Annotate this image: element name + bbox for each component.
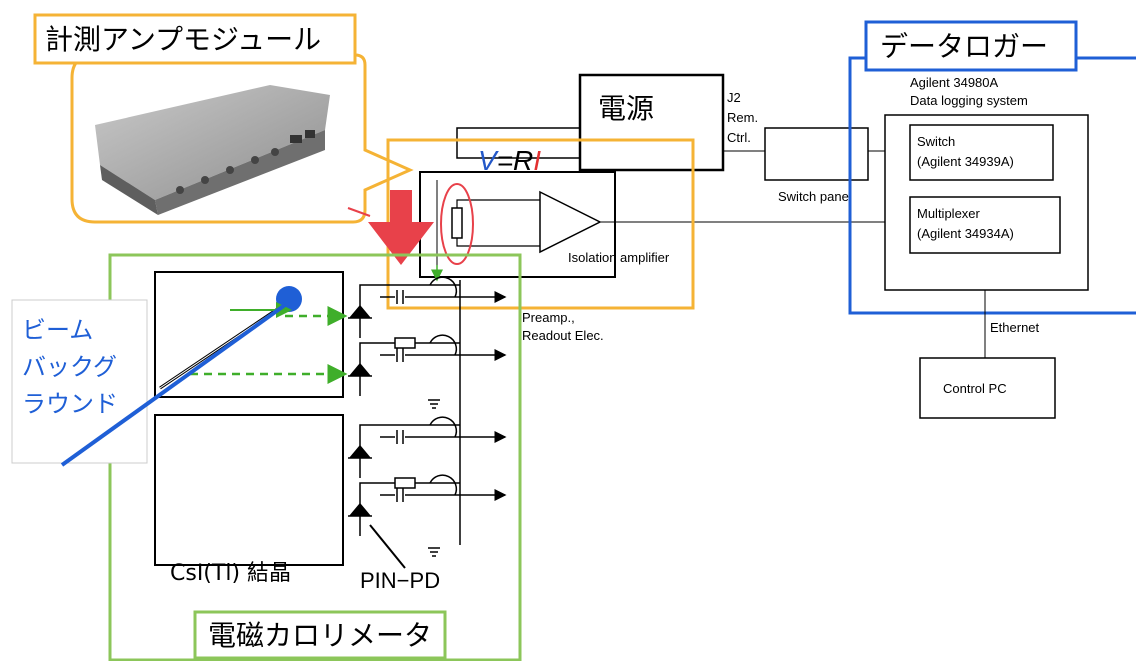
switch-panel-box (765, 128, 868, 180)
formula: V=RI (478, 145, 541, 176)
calorimeter-label: 電磁カロリメータ (208, 619, 432, 652)
isolation-amp-label: Isolation amplifier (568, 250, 670, 265)
switch-panel-label: Switch panel (778, 189, 852, 204)
agilent-title-2: Data logging system (910, 93, 1028, 108)
beam-bg-line-1: ビーム (22, 316, 93, 344)
amp-module-callout: 計測アンプモジュール (35, 15, 410, 222)
crystal-2 (155, 415, 343, 565)
data-logger-label: データロガー (880, 30, 1048, 63)
j2-label: J2 (727, 90, 741, 105)
beam-bg-line-2: バックグ (22, 353, 117, 381)
preamp-label-2: Readout Elec. (522, 328, 604, 343)
rem-label: Rem. (727, 110, 758, 125)
power-label: 電源 (598, 92, 654, 125)
multiplexer-model: (Agilent 34934A) (917, 226, 1014, 241)
ctrl-label: Ctrl. (727, 130, 751, 145)
switch-label: Switch (917, 134, 955, 149)
switch-model: (Agilent 34939A) (917, 154, 1014, 169)
agilent-title-1: Agilent 34980A (910, 75, 999, 90)
control-pc-label: Control PC (943, 381, 1007, 396)
ethernet-label: Ethernet (990, 320, 1040, 335)
preamp-label-1: Preamp., (522, 310, 575, 325)
multiplexer-label: Multiplexer (917, 206, 981, 221)
resistor-symbol (452, 208, 462, 238)
beam-bg-line-3: ラウンド (22, 390, 118, 418)
amp-module-label: 計測アンプモジュール (45, 23, 321, 56)
pin-pd-label: PIN−PD (360, 568, 440, 593)
crystal-label: CsI(Tl) 結晶 (170, 561, 291, 586)
